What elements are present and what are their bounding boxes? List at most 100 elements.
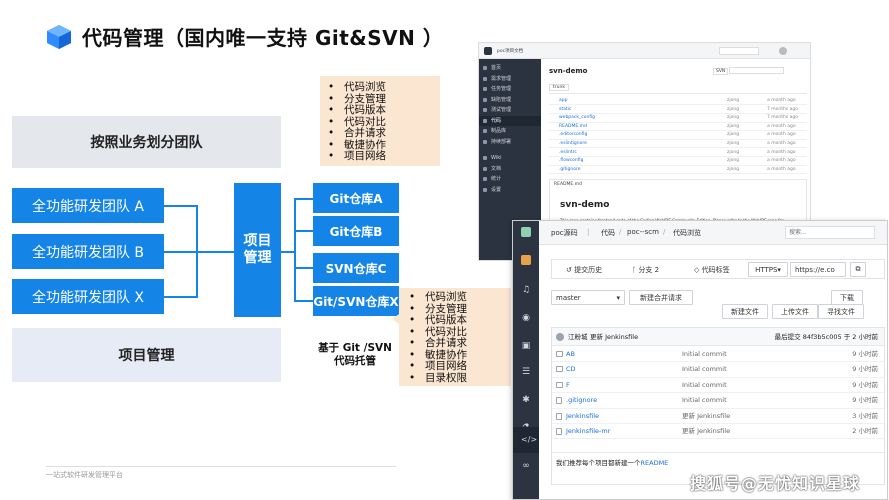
screen1-project-name[interactable]: poc项目文档 <box>497 49 524 54</box>
sidebar-item[interactable]: 任务管理 <box>479 84 541 95</box>
find-file-button[interactable]: 寻找文件 <box>818 304 864 319</box>
sidebar-item[interactable]: 制品库 <box>479 126 541 137</box>
file-name[interactable]: README.md <box>559 123 587 129</box>
tab-tags[interactable]: ◇ 代码标签 <box>694 266 730 274</box>
team-b-box: 全功能研发团队 B <box>12 234 164 269</box>
commit-time: 7 months ago <box>767 115 799 121</box>
file-name[interactable]: .editorconfig <box>559 132 588 138</box>
app-logo-icon <box>484 47 492 55</box>
file-name[interactable]: .gitignore <box>566 396 598 405</box>
file-name[interactable]: AB <box>566 350 575 358</box>
sidebar-item[interactable]: 文档 <box>479 164 541 175</box>
new-merge-request-button[interactable]: 新建合并请求 <box>629 290 693 305</box>
sidebar-item[interactable]: 设置 <box>479 185 541 196</box>
new-file-button[interactable]: 新建文件 <box>722 304 768 319</box>
sidebar-item[interactable]: 统计 <box>479 174 541 185</box>
crumb-code[interactable]: 代码 <box>601 229 615 237</box>
crumb-repo[interactable]: poc--scm <box>627 228 659 236</box>
feature-item: 代码版本 <box>328 104 440 117</box>
file-name[interactable]: Jenkinsfile <box>566 411 600 420</box>
sidebar-item[interactable]: 测试管理 <box>479 105 541 116</box>
sidebar-item[interactable]: 首页 <box>479 63 541 74</box>
list-icon[interactable]: ☰ <box>521 367 531 377</box>
commit-author: zjong <box>727 106 740 112</box>
connector-line <box>294 300 313 302</box>
screen1-branch-select[interactable]: trunk <box>549 84 569 91</box>
commit-message[interactable]: Initial commit <box>682 350 727 358</box>
board-icon[interactable]: ▣ <box>521 341 531 351</box>
folder-icon <box>556 366 563 373</box>
commit-message[interactable]: 更新 Jenkinsfile <box>682 411 731 420</box>
file-name[interactable]: .flowconfig <box>559 158 584 164</box>
code-nav-active[interactable] <box>513 427 539 453</box>
clone-url-field[interactable]: https://e.co <box>790 262 846 277</box>
file-name[interactable]: static <box>559 106 572 112</box>
commit-message[interactable]: 更新 Jenkinsfile <box>682 427 731 435</box>
screen1-search-input[interactable] <box>719 47 759 55</box>
commit-time: a month ago <box>767 98 796 103</box>
table-row[interactable]: CD Initial commit 9 小时前 <box>552 362 884 378</box>
file-name[interactable]: Jenkinsfile-mr <box>566 427 611 435</box>
file-name[interactable]: CD <box>566 365 576 374</box>
file-icon <box>556 397 562 405</box>
screen1-clone-url[interactable] <box>729 67 784 74</box>
connector-line <box>281 251 295 253</box>
download-button[interactable]: 下载 <box>831 290 863 305</box>
code-icon[interactable]: </> <box>521 435 538 444</box>
project-avatar-icon[interactable] <box>521 227 531 237</box>
pin-icon[interactable]: ◉ <box>522 313 530 323</box>
file-name[interactable]: webpack_config <box>559 115 596 121</box>
bug-icon[interactable]: ✱ <box>522 395 530 405</box>
commit-message[interactable]: Initial commit <box>682 365 727 374</box>
last-commit-author[interactable]: 江粉城 <box>568 333 588 341</box>
file-name[interactable]: .gitignore <box>559 166 581 172</box>
file-name[interactable]: F <box>566 380 570 389</box>
last-commit-message[interactable]: 更新 Jenkinsfile <box>590 333 639 341</box>
commit-time: 9 小时前 <box>852 365 878 374</box>
readme-create-link[interactable]: README <box>640 459 669 467</box>
sidebar-item[interactable]: 缺陷管理 <box>479 95 541 106</box>
tab-commit-history[interactable]: ↺ 提交历史 <box>566 266 603 274</box>
chart-icon[interactable]: ∞ <box>522 461 530 471</box>
feature-item: 敏捷协作 <box>409 349 511 362</box>
branch-icon: ᚴ <box>632 266 639 274</box>
crumb-project[interactable]: poc源码 <box>551 229 578 237</box>
avatar <box>556 333 564 341</box>
sidebar-item[interactable]: Wiki <box>479 153 541 164</box>
commit-message[interactable]: Initial commit <box>682 396 727 405</box>
sidebar-item[interactable]: 持续部署 <box>479 137 541 148</box>
commit-time: a month ago <box>767 166 796 172</box>
upload-file-button[interactable]: 上传文件 <box>772 304 818 319</box>
sidebar-item[interactable]: 代码 <box>479 115 541 126</box>
screen1-repo-type[interactable]: SVN <box>713 68 729 75</box>
crumb-separator: | <box>587 228 590 236</box>
file-name[interactable]: .eslintignore <box>559 141 587 146</box>
bell-icon[interactable]: ♫ <box>521 285 531 295</box>
tab-branches[interactable]: ᚴ 分支 2 <box>632 266 660 274</box>
file-name[interactable]: .eslintrc <box>559 149 577 155</box>
clone-protocol-select[interactable]: HTTPS ▾ <box>748 262 788 277</box>
sidebar-item[interactable]: 需求管理 <box>479 74 541 85</box>
file-name[interactable]: app <box>559 98 568 103</box>
feature-item: 合并请求 <box>409 337 511 350</box>
user-avatar-icon[interactable] <box>521 255 531 265</box>
screen2-search-input[interactable] <box>785 226 875 239</box>
branch-select[interactable]: master▾ <box>551 290 625 305</box>
avatar[interactable] <box>779 47 787 55</box>
commit-message[interactable]: Initial commit <box>682 380 727 389</box>
copy-icon[interactable]: ⧉ <box>850 262 866 277</box>
